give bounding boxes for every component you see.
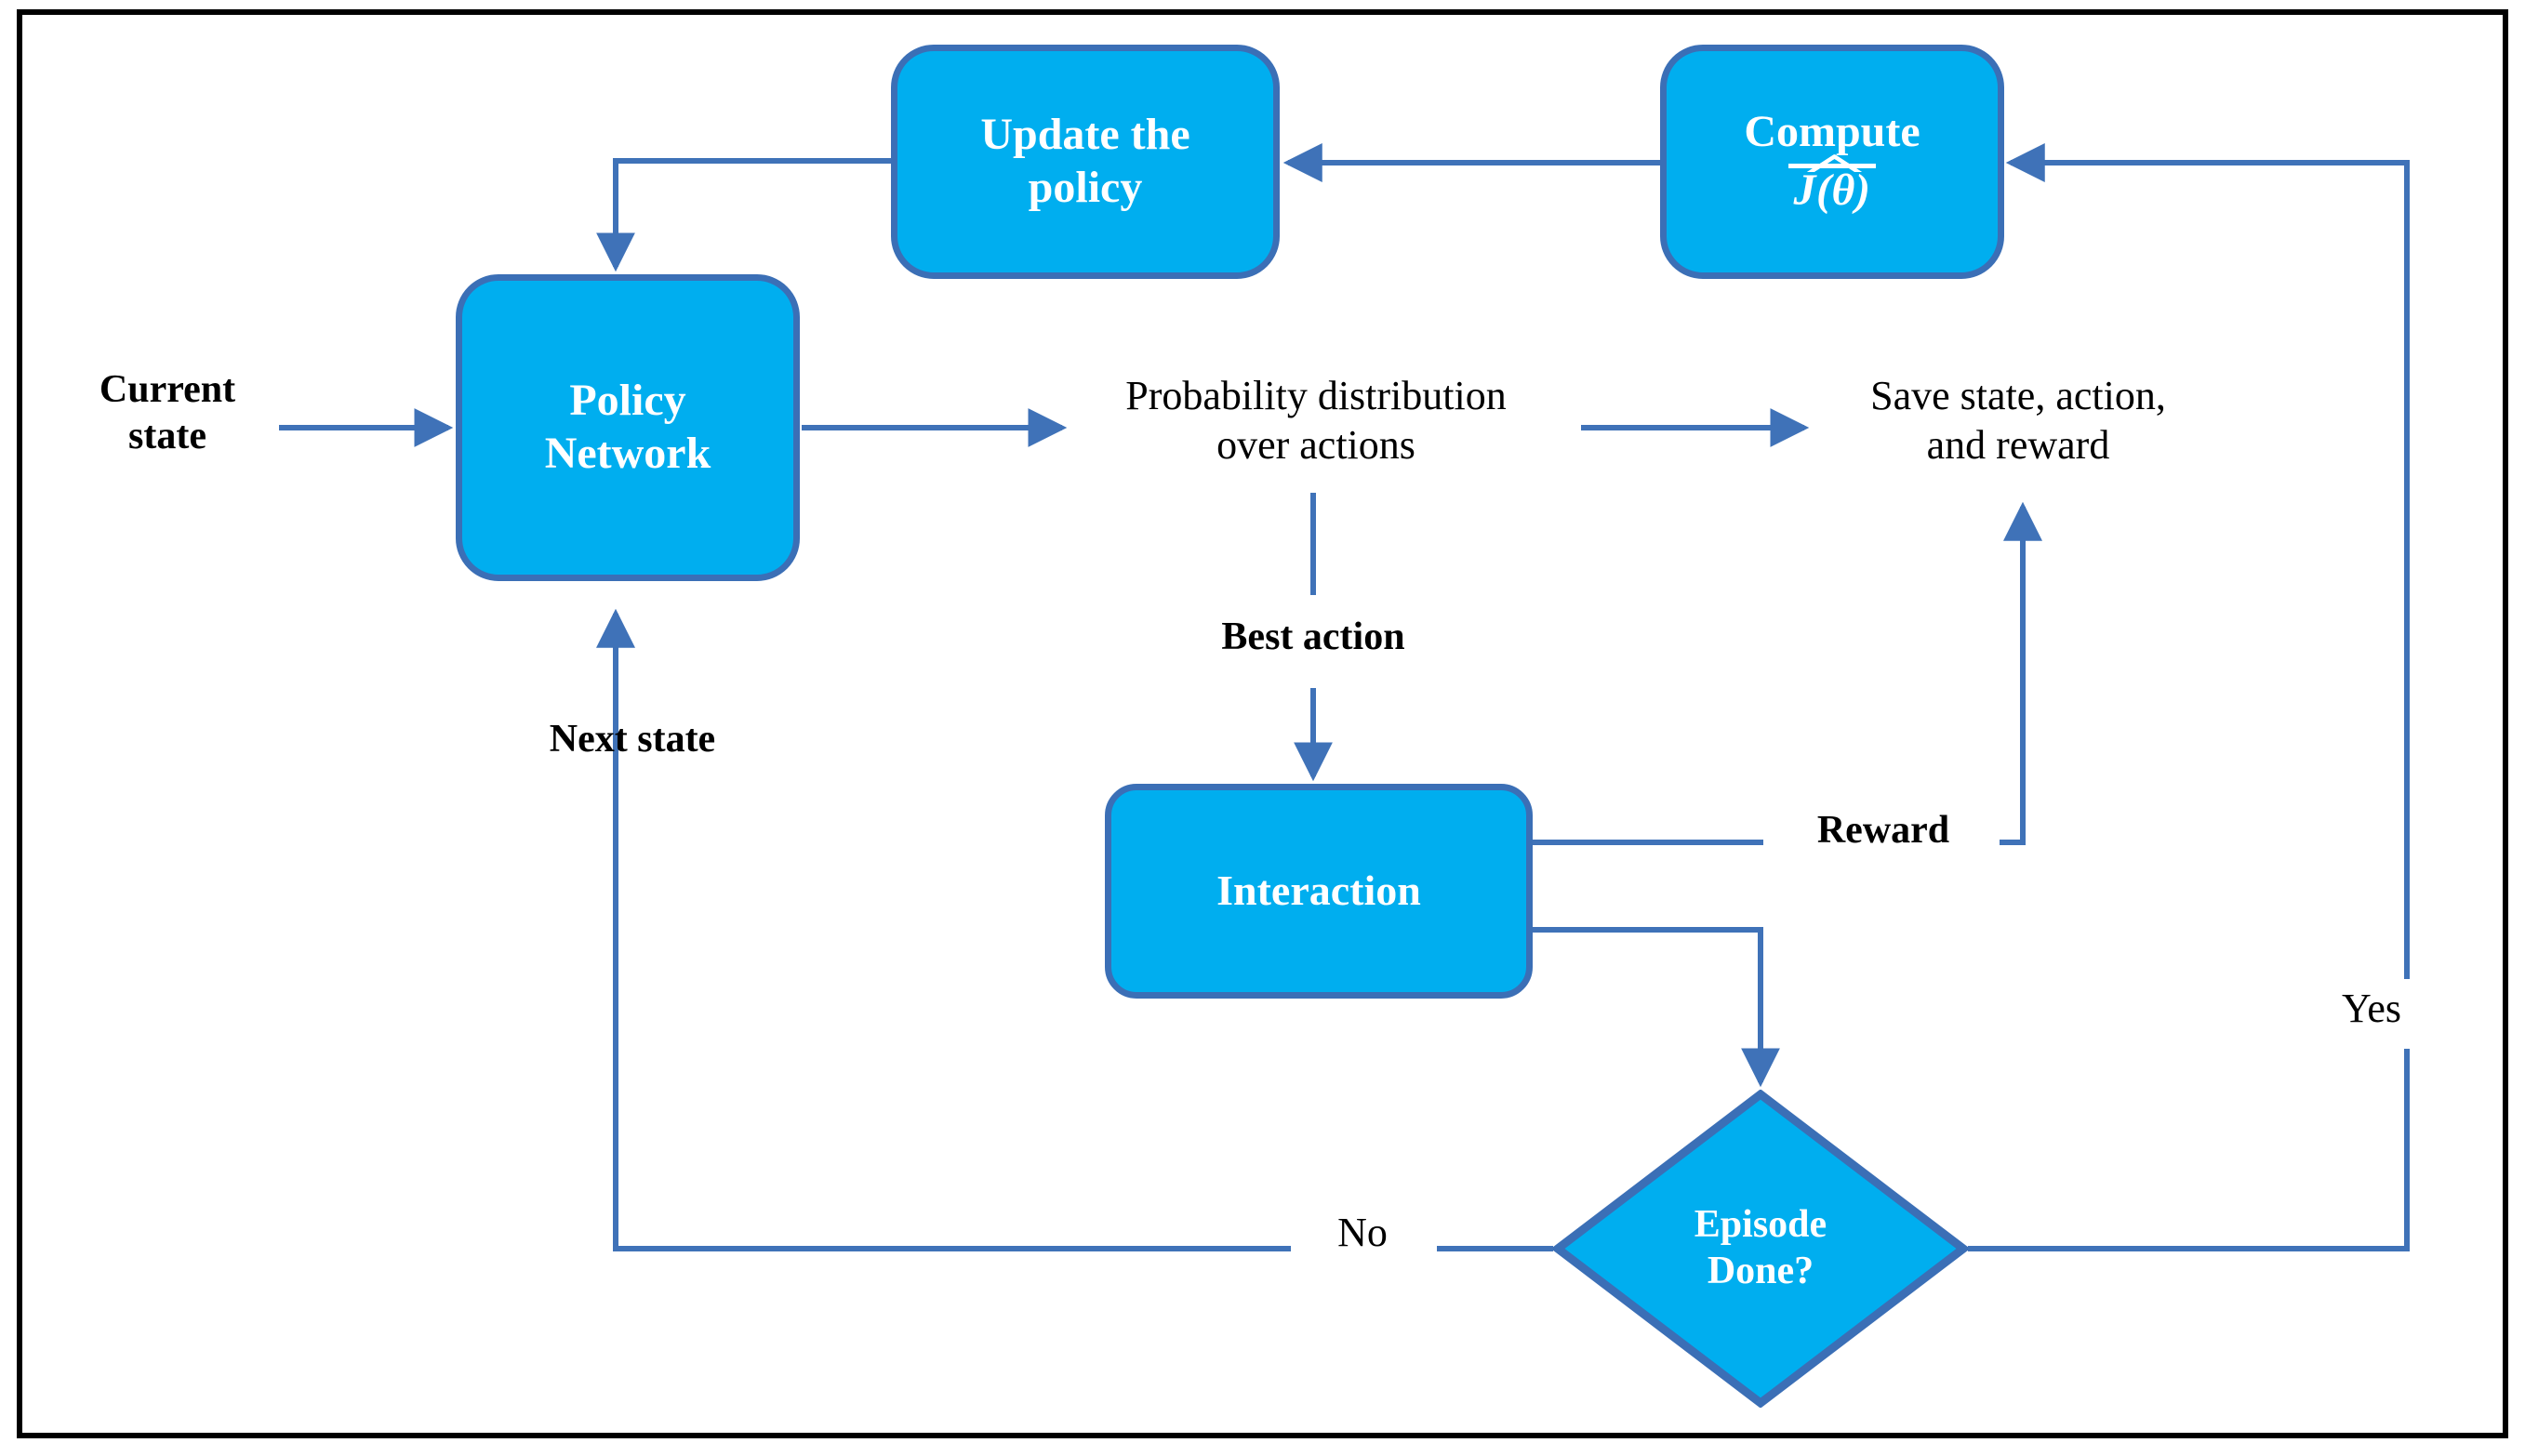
label-yes: Yes <box>2341 986 2402 1031</box>
node-update-line-1: Update the <box>980 110 1190 160</box>
edge-reward-to-save <box>2000 501 2042 845</box>
diagram-outer-frame <box>17 9 2508 1438</box>
node-episode-done[interactable]: Episode Done? <box>1553 1090 1968 1408</box>
node-update-line-2: policy <box>1028 163 1143 212</box>
node-policy-network-text: Policy Network <box>545 375 711 480</box>
edge-episode-done-yes-right <box>1968 1049 2410 1251</box>
node-compute-text: Compute J(θ) <box>1744 106 1920 217</box>
label-probability-distribution: Probability distribution over actions <box>1125 373 1507 468</box>
node-compute-j-theta[interactable]: Compute J(θ) <box>1660 45 2004 279</box>
label-reward: Reward <box>1816 809 1950 852</box>
wide-hat-accent <box>1785 153 1880 172</box>
label-save-state-action-reward: Save state, action, and reward <box>1870 373 2166 468</box>
edge-yes-to-compute <box>2005 143 2410 979</box>
node-update-the-policy-text: Update the policy <box>980 109 1189 214</box>
node-compute-formula-text: J(θ) <box>1793 165 1871 215</box>
label-current-state: Current state <box>99 368 236 458</box>
diamond-shape <box>1553 1090 1968 1408</box>
edge-episode-done-no-to-policy <box>596 608 1291 1251</box>
node-policy-line-2: Network <box>544 429 711 478</box>
label-no: No <box>1337 1210 1388 1255</box>
label-next-state: Next state <box>549 718 716 761</box>
node-compute-line-1: Compute <box>1744 107 1920 157</box>
node-policy-line-1: Policy <box>569 376 686 426</box>
node-compute-formula: J(θ) <box>1787 159 1876 218</box>
node-interaction-text: Interaction <box>1216 867 1421 915</box>
edge-interaction-to-episode-done <box>1533 927 1780 1088</box>
label-best-action: Best action <box>1221 615 1405 658</box>
node-interaction[interactable]: Interaction <box>1105 784 1533 999</box>
node-update-the-policy[interactable]: Update the policy <box>891 45 1280 279</box>
edge-update-to-policy <box>596 158 891 272</box>
node-policy-network[interactable]: Policy Network <box>456 274 800 581</box>
